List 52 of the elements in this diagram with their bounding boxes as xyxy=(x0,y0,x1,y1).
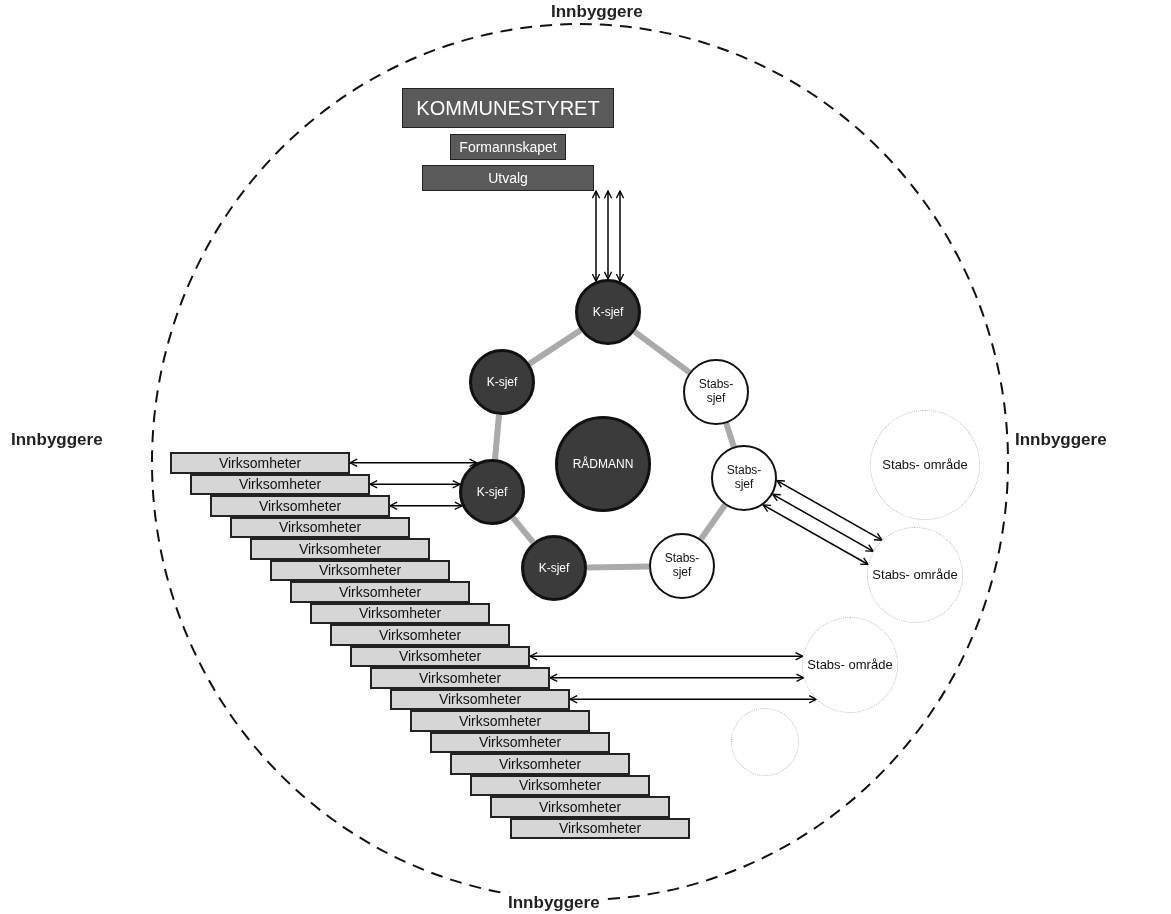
council-box: Formannskapet xyxy=(450,134,566,160)
unit-box: Virksomheter xyxy=(450,753,630,775)
leader-circle: K-sjef xyxy=(521,535,587,601)
double-arrow xyxy=(529,652,804,661)
unit-box: Virksomheter xyxy=(430,731,610,753)
unit-box: Virksomheter xyxy=(350,645,530,667)
council-box: Utvalg xyxy=(422,165,594,191)
double-arrow xyxy=(369,480,461,489)
double-arrow xyxy=(349,458,478,468)
connector-line xyxy=(698,503,728,541)
area-circle: Stabs- område xyxy=(870,410,980,520)
double-arrow xyxy=(615,190,625,282)
unit-box: Virksomheter xyxy=(370,667,550,689)
double-arrow xyxy=(603,190,613,280)
connector-line xyxy=(527,327,583,367)
staff-circle: Stabs- sjef xyxy=(649,533,715,599)
connector-line xyxy=(510,515,536,545)
unit-box: Virksomheter xyxy=(490,796,670,818)
unit-box: Virksomheter xyxy=(170,452,350,474)
double-arrow xyxy=(762,504,869,566)
unit-box: Virksomheter xyxy=(210,495,390,517)
staff-circle: Stabs- sjef xyxy=(683,359,749,425)
connector-line xyxy=(586,563,650,571)
unit-box: Virksomheter xyxy=(330,624,510,646)
connector-line xyxy=(492,414,502,460)
council-box: KOMMUNESTYRET xyxy=(402,88,614,128)
boundary-label: Innbyggere xyxy=(505,893,603,913)
double-arrow xyxy=(569,695,818,704)
unit-box: Virksomheter xyxy=(410,710,590,732)
leader-circle: RÅDMANN xyxy=(555,416,651,512)
leader-circle: K-sjef xyxy=(459,459,525,525)
double-arrow xyxy=(591,190,601,282)
unit-box: Virksomheter xyxy=(270,559,450,581)
unit-box: Virksomheter xyxy=(310,602,490,624)
unit-box: Virksomheter xyxy=(190,473,370,495)
unit-box: Virksomheter xyxy=(390,688,570,710)
staff-circle: Stabs- sjef xyxy=(711,445,777,511)
double-arrow xyxy=(549,673,805,683)
double-arrow xyxy=(776,479,883,541)
unit-box: Virksomheter xyxy=(290,581,470,603)
unit-box: Virksomheter xyxy=(250,538,430,560)
double-arrow xyxy=(389,501,463,511)
unit-box: Virksomheter xyxy=(470,774,650,796)
double-arrow xyxy=(771,493,874,553)
connector-line xyxy=(632,329,692,375)
unit-box: Virksomheter xyxy=(510,817,690,839)
connector-line xyxy=(723,422,737,448)
leader-circle: K-sjef xyxy=(575,279,641,345)
leader-circle: K-sjef xyxy=(469,349,535,415)
area-circle: Stabs- område xyxy=(802,617,898,713)
area-circle: Stabs- område xyxy=(867,527,963,623)
unit-box: Virksomheter xyxy=(230,516,410,538)
